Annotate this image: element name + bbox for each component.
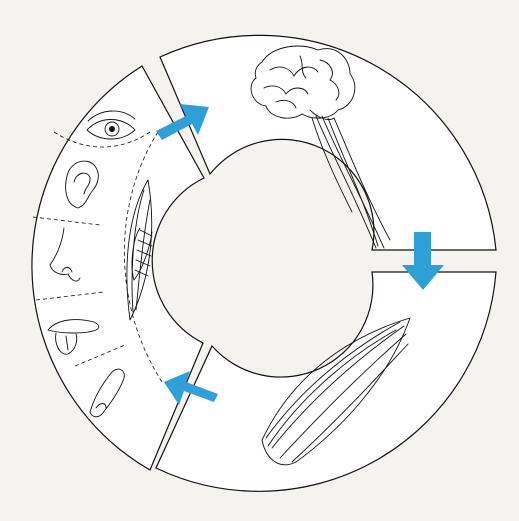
reflex-cycle-diagram <box>0 0 519 521</box>
